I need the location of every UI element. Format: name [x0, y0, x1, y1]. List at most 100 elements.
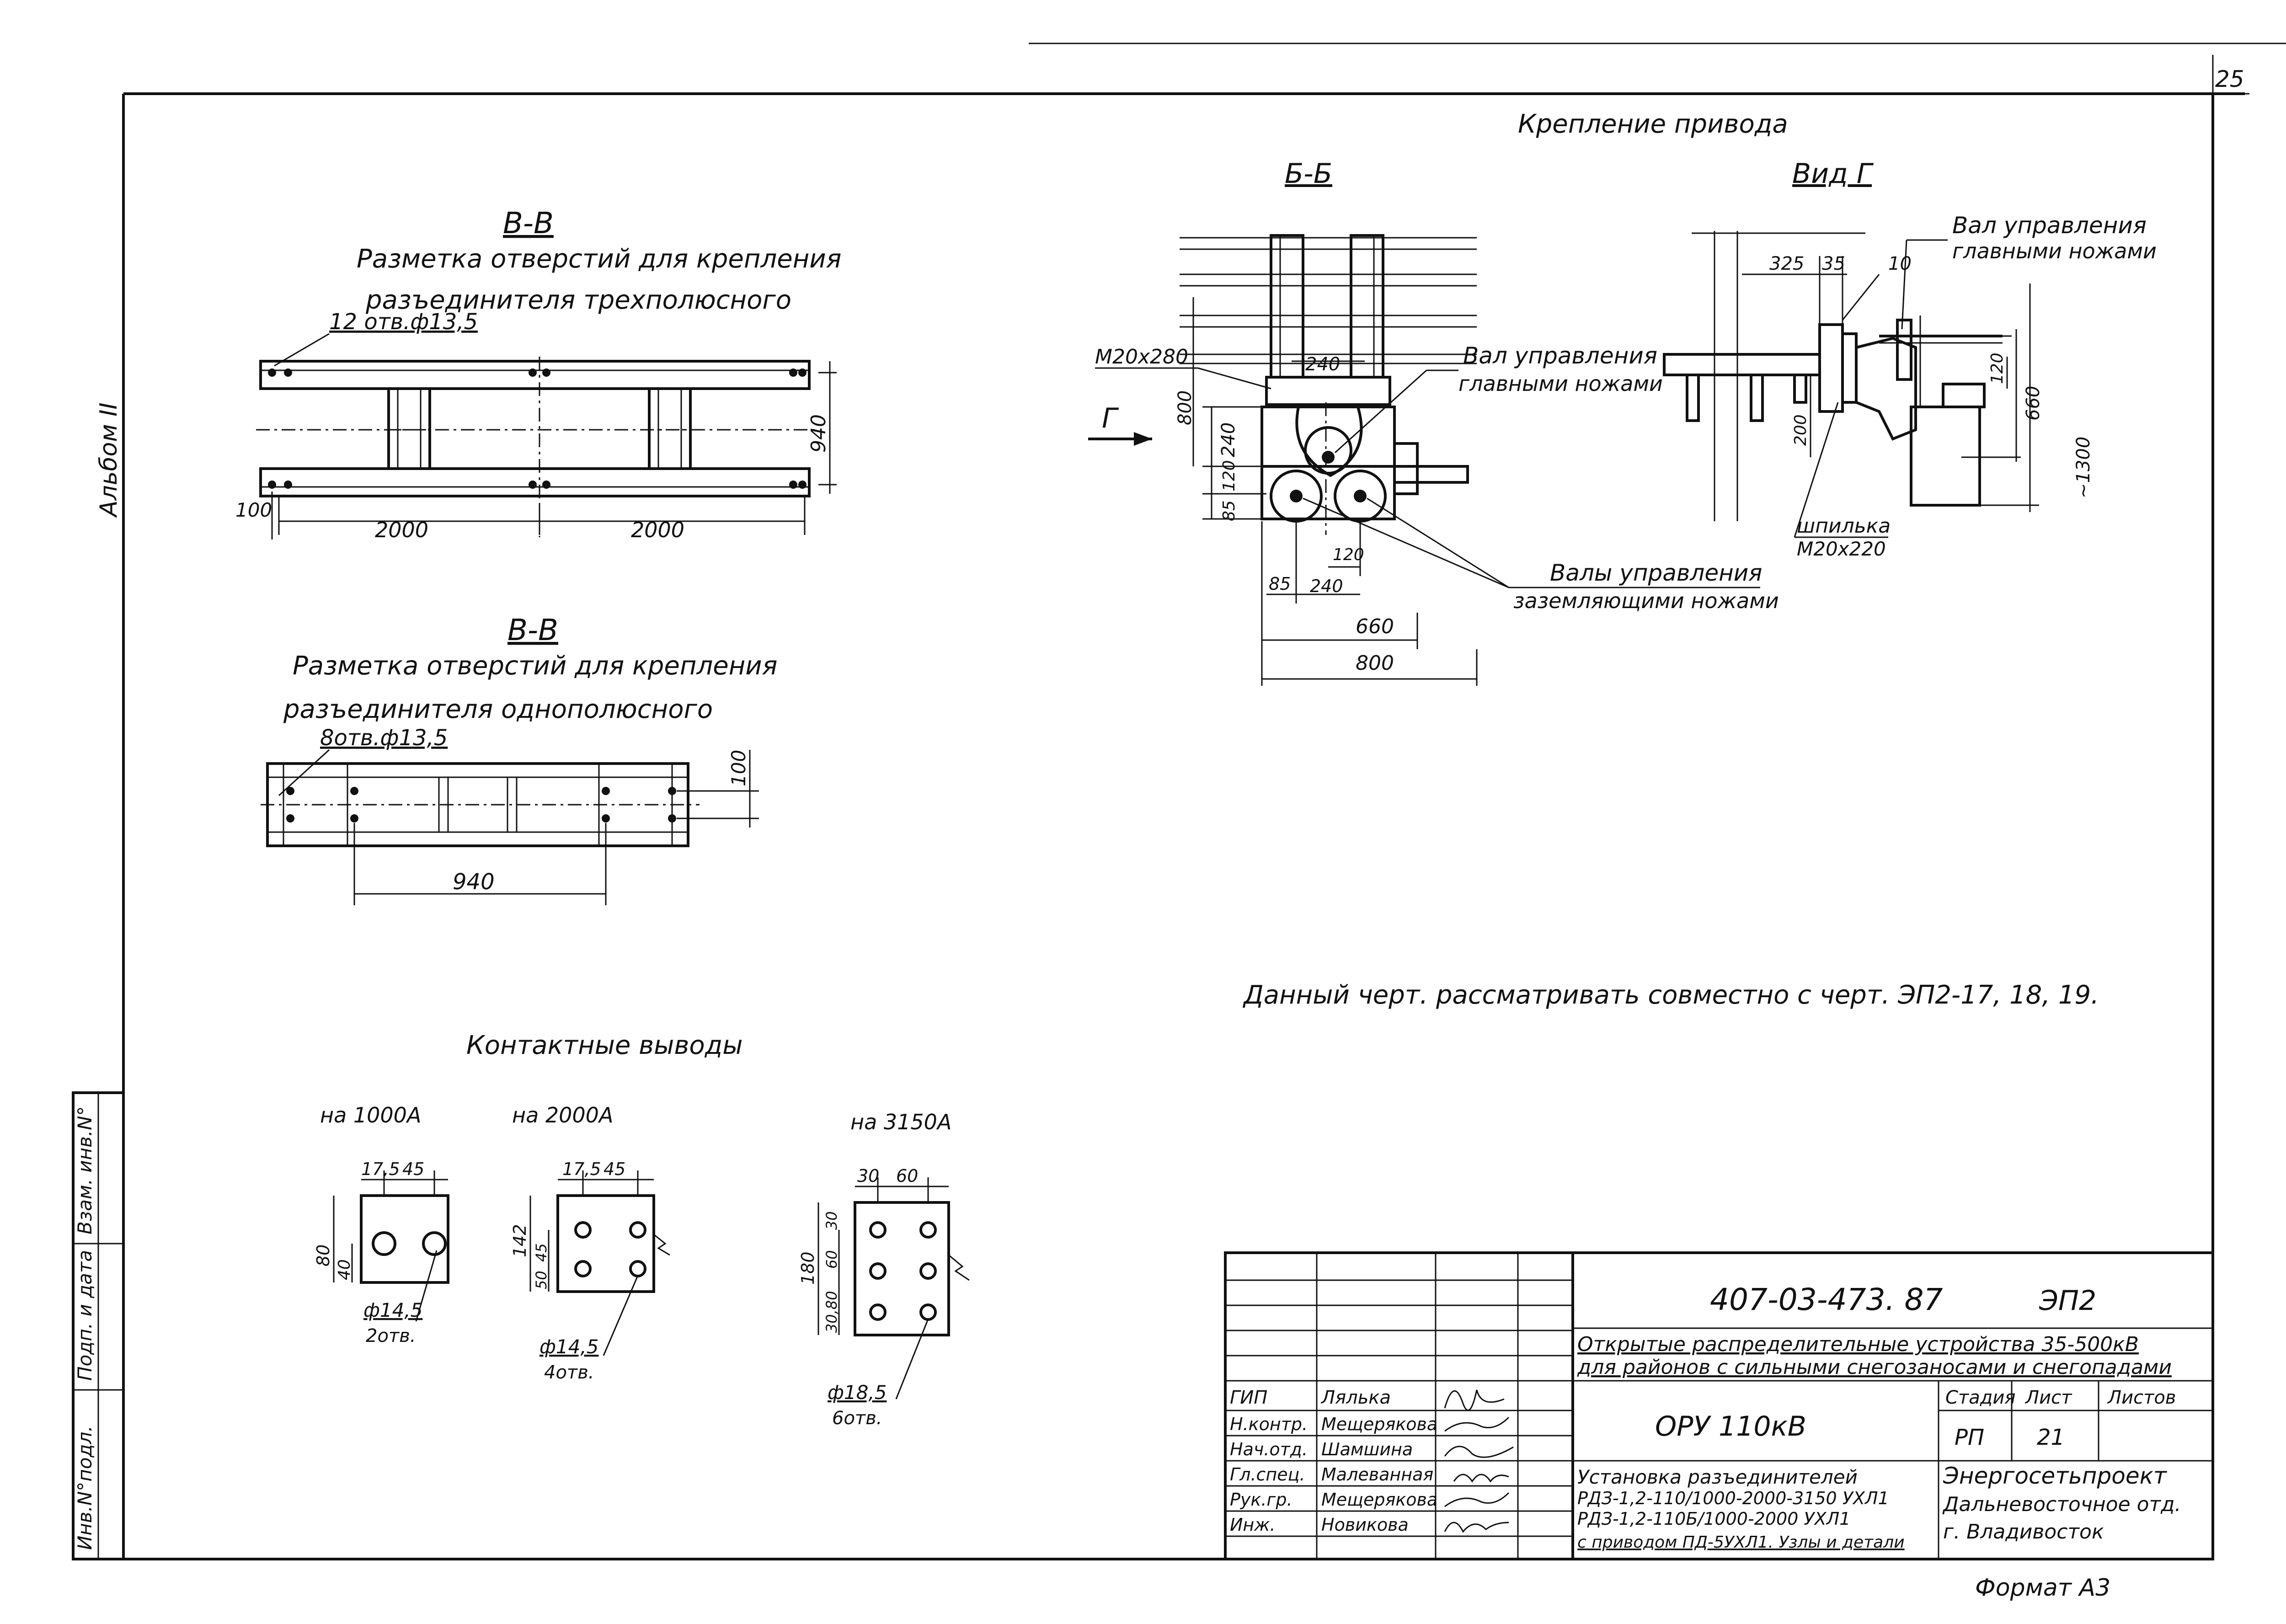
dim-120-view: 120 — [1988, 353, 2007, 384]
holes-note: 8отв.ф13,5 — [320, 725, 448, 751]
contacts-title: Контактные выводы — [466, 1031, 743, 1060]
page-number: 25 — [2215, 66, 2244, 92]
shaft-main-label: Вал управления — [1463, 342, 1657, 369]
sheets-header: Листов — [2107, 1387, 2176, 1408]
person-name: Лялька — [1320, 1387, 1391, 1408]
stamp-replace-inv: Взам. инв.N° — [74, 1106, 96, 1234]
dim: 30,80 — [823, 1291, 840, 1333]
person-name: Малеванная — [1321, 1464, 1433, 1485]
stage-header: Стадия — [1945, 1387, 2015, 1408]
dim: 60 — [896, 1166, 918, 1186]
hole-label: ф14,5 — [363, 1299, 422, 1321]
dim: 142 — [510, 1224, 530, 1257]
section-subtitle: Разметка отверстий для крепления — [357, 244, 841, 274]
title-block: 407-03-473. 87 ЭП2 Открытые распределите… — [1224, 1251, 2214, 1560]
role-label: Нач.отд. — [1230, 1439, 1308, 1459]
dim: 30 — [857, 1166, 879, 1186]
view-g: Вид Г Вал управления главными ножами 325… — [1663, 158, 2157, 560]
section-bb: Б-Б 240 М20х280 Г — [1088, 158, 1779, 686]
terminal-3150a: на 3150А 30 60 180 30,80 60 30 ф18,5 6от… — [798, 1110, 970, 1429]
description-4: с приводом ПД-5УХЛ1. Узлы и детали — [1577, 1533, 1905, 1552]
section-subtitle: разъединителя трехполюсного — [365, 285, 791, 315]
view-shaft-label: Вал управления — [1952, 212, 2147, 239]
dim-1300-view: ~1300 — [2073, 437, 2094, 498]
hole-count: 4отв. — [544, 1362, 594, 1383]
dim-85-vert: 85 — [1220, 500, 1239, 521]
dim: 45 — [402, 1159, 424, 1179]
dim-940: 940 — [453, 869, 495, 895]
shafts-ground-label: Валы управления — [1550, 560, 1762, 586]
terminal-2000a: на 2000А 17,5 45 142 50 45 ф14,5 4отв. — [510, 1103, 670, 1383]
hole-label: ф18,5 — [828, 1381, 887, 1404]
signatures — [1444, 1389, 1514, 1533]
terminal-label: на 2000А — [512, 1103, 613, 1127]
project-title-2: для районов с сильными снегозаносами и с… — [1577, 1356, 2172, 1379]
album-label: Альбом II — [95, 402, 123, 518]
drive-mount-title: Крепление привода — [1518, 109, 1788, 139]
stud-label: шпилька — [1797, 514, 1891, 538]
section-vv-three-pole: В-В Разметка отверстий для крепления раз… — [235, 207, 841, 542]
role-label: Инж. — [1230, 1515, 1276, 1535]
stamp-sign-date: Подп. и дата — [74, 1250, 96, 1381]
role-label: Н.контр. — [1230, 1414, 1308, 1434]
bolt-label: М20х280 — [1095, 345, 1188, 369]
dim-2000-right: 2000 — [631, 518, 684, 542]
dim-10: 10 — [1888, 253, 1912, 274]
shafts-ground-label-2: заземляющими ножами — [1513, 588, 1779, 613]
stud-label-2: М20х220 — [1797, 538, 1886, 560]
dim: 30 — [823, 1211, 840, 1230]
dim-2000-left: 2000 — [375, 518, 428, 542]
dim-120-horiz: 120 — [1333, 545, 1364, 564]
sheet-code: ЭП2 — [2039, 1285, 2096, 1317]
section-subtitle: Разметка отверстий для крепления — [293, 651, 777, 681]
dim: 17,5 — [562, 1159, 601, 1179]
terminal-label: на 3150А — [850, 1110, 951, 1134]
description-3: РДЗ-1,2-110Б/1000-2000 УХЛ1 — [1577, 1509, 1850, 1529]
section-subtitle: разъединителя однополюсного — [283, 694, 713, 724]
org-city: г. Владивосток — [1943, 1520, 2104, 1544]
dim: 60 — [823, 1250, 840, 1269]
section-title: В-В — [503, 207, 554, 240]
dim: 45 — [533, 1243, 550, 1262]
dim-100: 100 — [235, 499, 272, 521]
section-title: В-В — [507, 614, 558, 647]
dim-800-vert: 800 — [1175, 390, 1196, 425]
shaft-main-label-2: главными ножами — [1458, 371, 1663, 396]
dim: 17,5 — [361, 1159, 400, 1179]
role-label: Гл.спец. — [1230, 1464, 1305, 1485]
stage-value: РП — [1955, 1425, 1984, 1450]
contact-terminals: Контактные выводы на 1000А 17,5 45 80 40… — [313, 1031, 970, 1429]
stamp-inv-number: Инв.N°подл. — [74, 1426, 96, 1550]
dim: 80 — [313, 1245, 333, 1266]
dim: 40 — [335, 1259, 354, 1280]
project-title-1: Открытые распределительные устройства 35… — [1577, 1333, 2139, 1356]
general-note: Данный черт. рассматривать совместно с ч… — [1242, 980, 2099, 1010]
hole-count: 6отв. — [832, 1408, 882, 1429]
org-name-2: Дальневосточное отд. — [1942, 1493, 2181, 1516]
view-shaft-label-2: главными ножами — [1952, 239, 2157, 263]
dim-940: 940 — [807, 414, 830, 453]
role-label: ГИП — [1230, 1387, 1267, 1408]
person-name: Новикова — [1321, 1515, 1409, 1535]
dim: 50 — [533, 1271, 550, 1289]
object-name: ОРУ 110кВ — [1655, 1410, 1806, 1442]
holes-note: 12 отв.ф13,5 — [329, 309, 478, 335]
dim-240-vert: 240 — [1218, 422, 1239, 457]
hole-count: 2отв. — [366, 1325, 416, 1346]
dim-35: 35 — [1822, 253, 1845, 274]
hole-label: ф14,5 — [539, 1336, 598, 1358]
dim-120-vert: 120 — [1220, 460, 1239, 491]
dim-325: 325 — [1769, 253, 1804, 274]
format-label: Формат А3 — [1975, 1574, 2110, 1602]
drawing-code: 407-03-473. 87 — [1710, 1282, 1943, 1317]
sheet-header: Лист — [2024, 1387, 2072, 1408]
dim-800: 800 — [1356, 652, 1394, 675]
dim-85-horiz: 85 — [1269, 574, 1291, 594]
description-1: Установка разъединителей — [1577, 1466, 1858, 1488]
terminal-label: на 1000А — [320, 1103, 421, 1127]
dim: 180 — [798, 1251, 818, 1285]
dim-100: 100 — [727, 750, 750, 786]
sheet-value: 21 — [2037, 1425, 2065, 1450]
dim-240-horiz: 240 — [1310, 576, 1343, 596]
